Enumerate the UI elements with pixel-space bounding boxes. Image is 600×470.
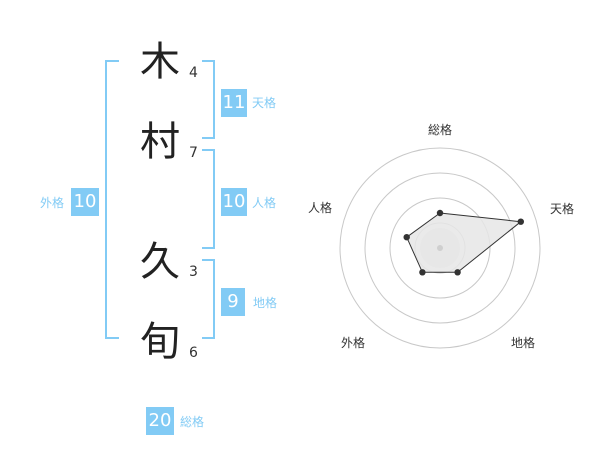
radar-point-総格 [436,209,444,217]
radar-point-地格 [454,269,461,276]
soukaku-value-badge: 20 [146,407,174,435]
radar-point-外格 [419,269,426,276]
radar-point-天格 [517,218,524,225]
jinkaku-bracket [202,149,215,249]
name-char-4: 旬 [140,319,180,365]
name-char-2: 村 [140,119,180,165]
name-char-1: 木 [140,39,180,85]
radar-axis-label-chikaku: 地格 [511,336,536,350]
chikaku-label: 地格 [253,296,278,310]
gaikaku-value-badge: 10 [71,188,99,216]
radar-axis-label-soukaku: 総格 [428,123,453,137]
radar-axis-label-gaikaku: 外格 [341,336,366,350]
stroke-count-3: 3 [189,264,198,280]
stroke-count-2: 7 [189,145,198,161]
gaikaku-bracket [105,60,119,339]
gaikaku-label: 外格 [40,196,65,210]
radar-ring-3 [364,172,516,324]
soukaku-label: 総格 [180,415,205,429]
jinkaku-value-badge: 10 [221,188,247,216]
radar-axis-label-jinkaku: 人格 [308,201,333,215]
tenkaku-label: 天格 [252,96,277,110]
jinkaku-label: 人格 [252,196,277,210]
stroke-count-1: 4 [189,65,198,81]
chikaku-value-badge: 9 [221,288,245,316]
radar-ring-2 [389,197,491,299]
radar-point-人格 [403,234,410,241]
chikaku-bracket [202,259,215,339]
radar-value-polygon [406,212,523,273]
tenkaku-value-badge: 11 [221,89,247,117]
tenkaku-bracket [202,60,215,139]
radar-center-dot [437,245,443,251]
stroke-count-4: 6 [189,345,198,361]
radar-ring-4 [339,147,541,349]
name-char-3: 久 [140,239,180,285]
radar-axis-label-tenkaku: 天格 [550,202,575,216]
